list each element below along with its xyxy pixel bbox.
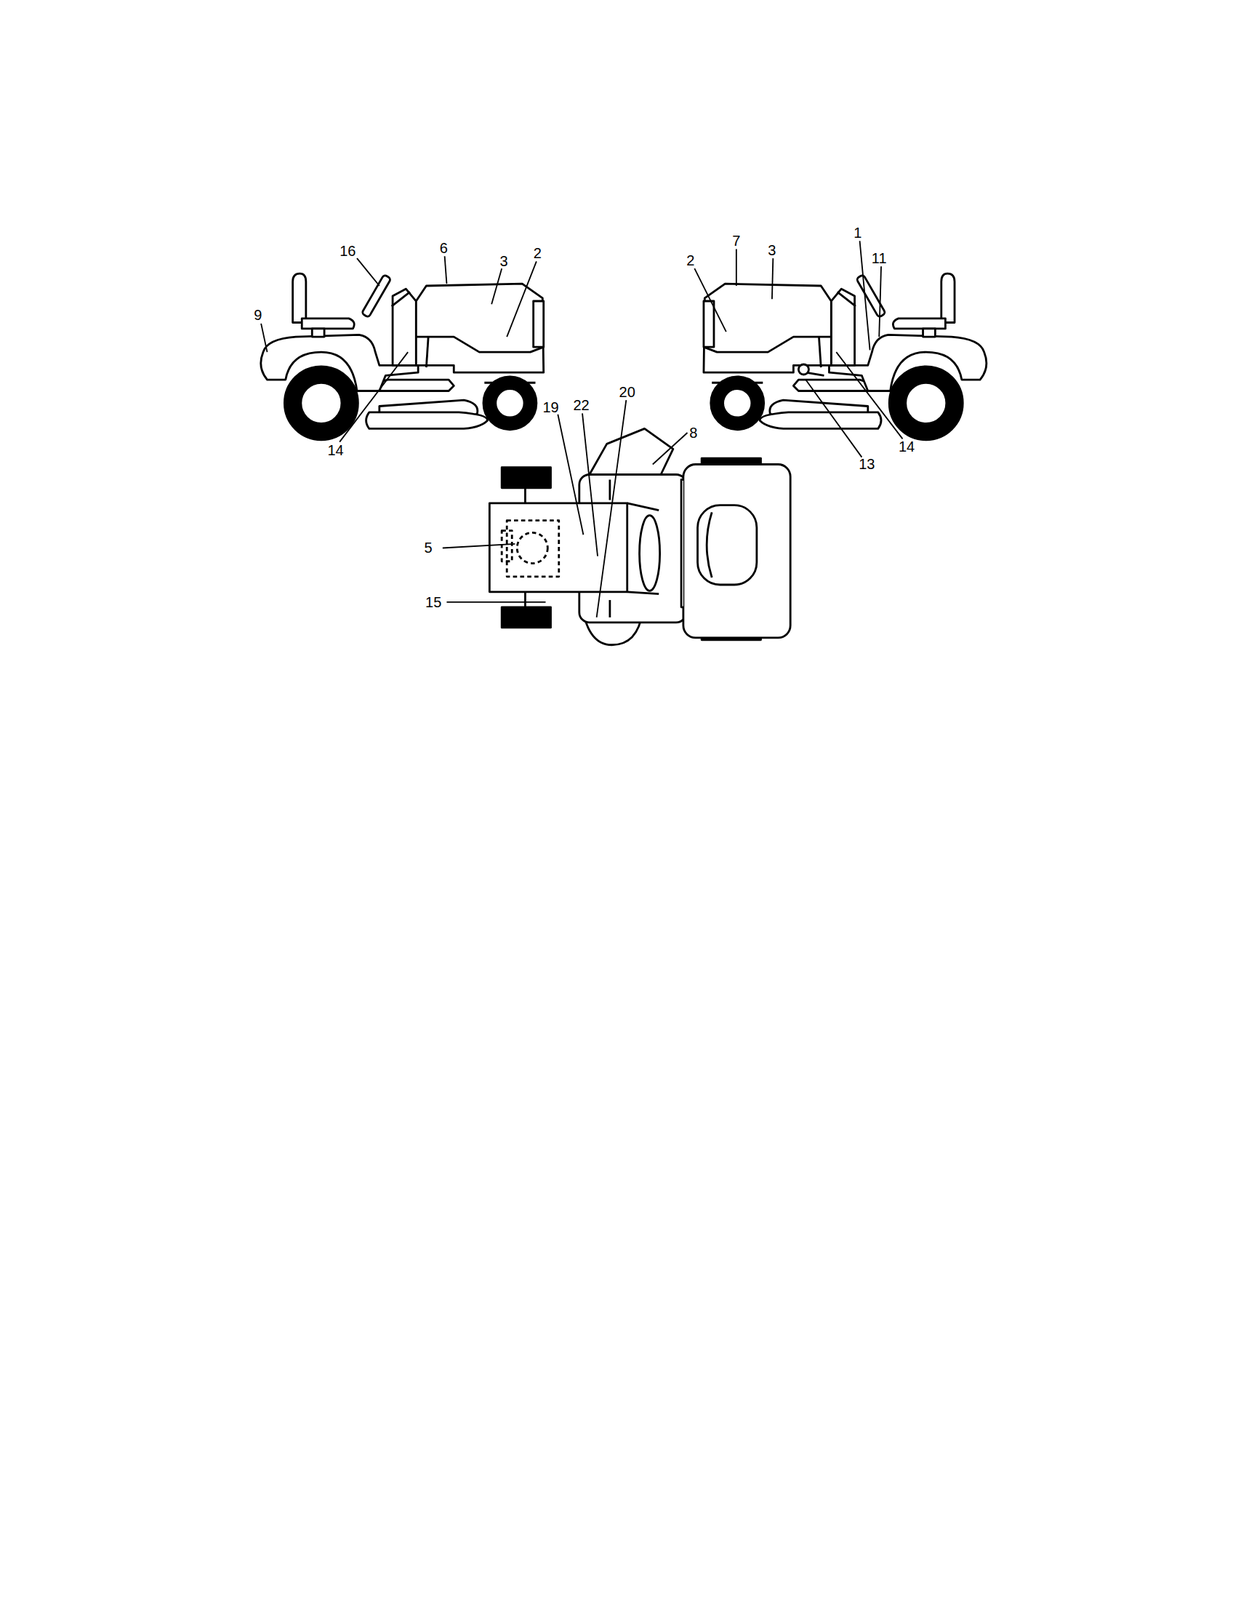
callout-number: 7: [732, 233, 741, 248]
callout-number: 22: [572, 397, 589, 413]
callout-number: 8: [689, 425, 698, 440]
callout-number: 3: [767, 242, 776, 258]
callout-number: 2: [533, 245, 542, 261]
callout-number: 14: [898, 439, 915, 454]
callout-number: 5: [424, 540, 433, 555]
callout-number: 9: [253, 307, 262, 323]
callout-number: 19: [542, 399, 559, 415]
callout-number: 13: [858, 456, 875, 472]
callout-number: 15: [425, 594, 442, 610]
callout-number: 20: [619, 384, 636, 400]
callout-number: 2: [686, 252, 695, 268]
callout-number: 6: [439, 240, 448, 256]
callout-number: 3: [499, 253, 508, 269]
callout-number: 1: [853, 225, 862, 240]
callout-number: 16: [339, 243, 356, 259]
callout-number: 11: [871, 250, 887, 266]
callout-number: 14: [327, 442, 344, 458]
